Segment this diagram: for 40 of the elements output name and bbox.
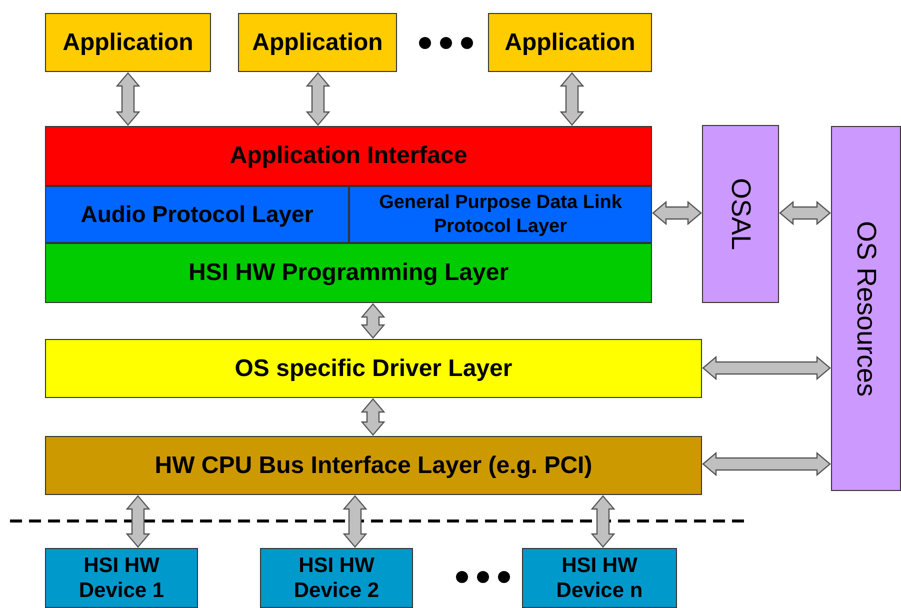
application-box (238, 13, 397, 72)
double-arrow (116, 72, 140, 126)
double-arrow (560, 72, 584, 126)
box-label: Application (251, 28, 384, 58)
device-box (260, 548, 413, 608)
box-label: Application Interface (228, 141, 468, 171)
double-arrow (702, 356, 831, 380)
os-resources-box (831, 126, 901, 491)
box-label: Application (62, 28, 194, 58)
layer-box (45, 126, 652, 186)
double-arrow (652, 200, 702, 226)
double-arrow (360, 303, 386, 339)
layer-box (349, 186, 652, 243)
double-arrow (126, 495, 150, 548)
box-label: Audio Protocol Layer (80, 200, 314, 230)
layer-box (45, 339, 702, 398)
box-label: HSI HW Device 2 (292, 552, 380, 604)
box-label: HSI HW Programming Layer (187, 258, 510, 288)
osal-box (702, 125, 779, 303)
layer-box (45, 243, 652, 303)
double-arrow (702, 452, 831, 476)
box-label: HSI HW Device 1 (78, 552, 166, 604)
device-box (522, 548, 677, 608)
box-label: HW CPU Bus Interface Layer (e.g. PCI) (154, 450, 594, 480)
box-label: OS specific Driver Layer (234, 354, 514, 384)
layer-box (45, 186, 349, 243)
layer-box (45, 436, 702, 495)
box-label: General Purpose Data Link Protocol Layer (378, 190, 623, 238)
device-box (45, 548, 198, 608)
application-box (488, 13, 652, 72)
double-arrow (306, 72, 330, 126)
box-label: HSI HW Device n (555, 552, 644, 604)
box-label: OSAL (724, 178, 757, 250)
double-arrow (360, 398, 386, 436)
double-arrow (779, 200, 831, 226)
application-box (45, 13, 211, 72)
box-label: Application (504, 28, 636, 58)
box-label: OS Resources (850, 220, 882, 396)
double-arrow (590, 495, 616, 548)
double-arrow (342, 495, 368, 548)
